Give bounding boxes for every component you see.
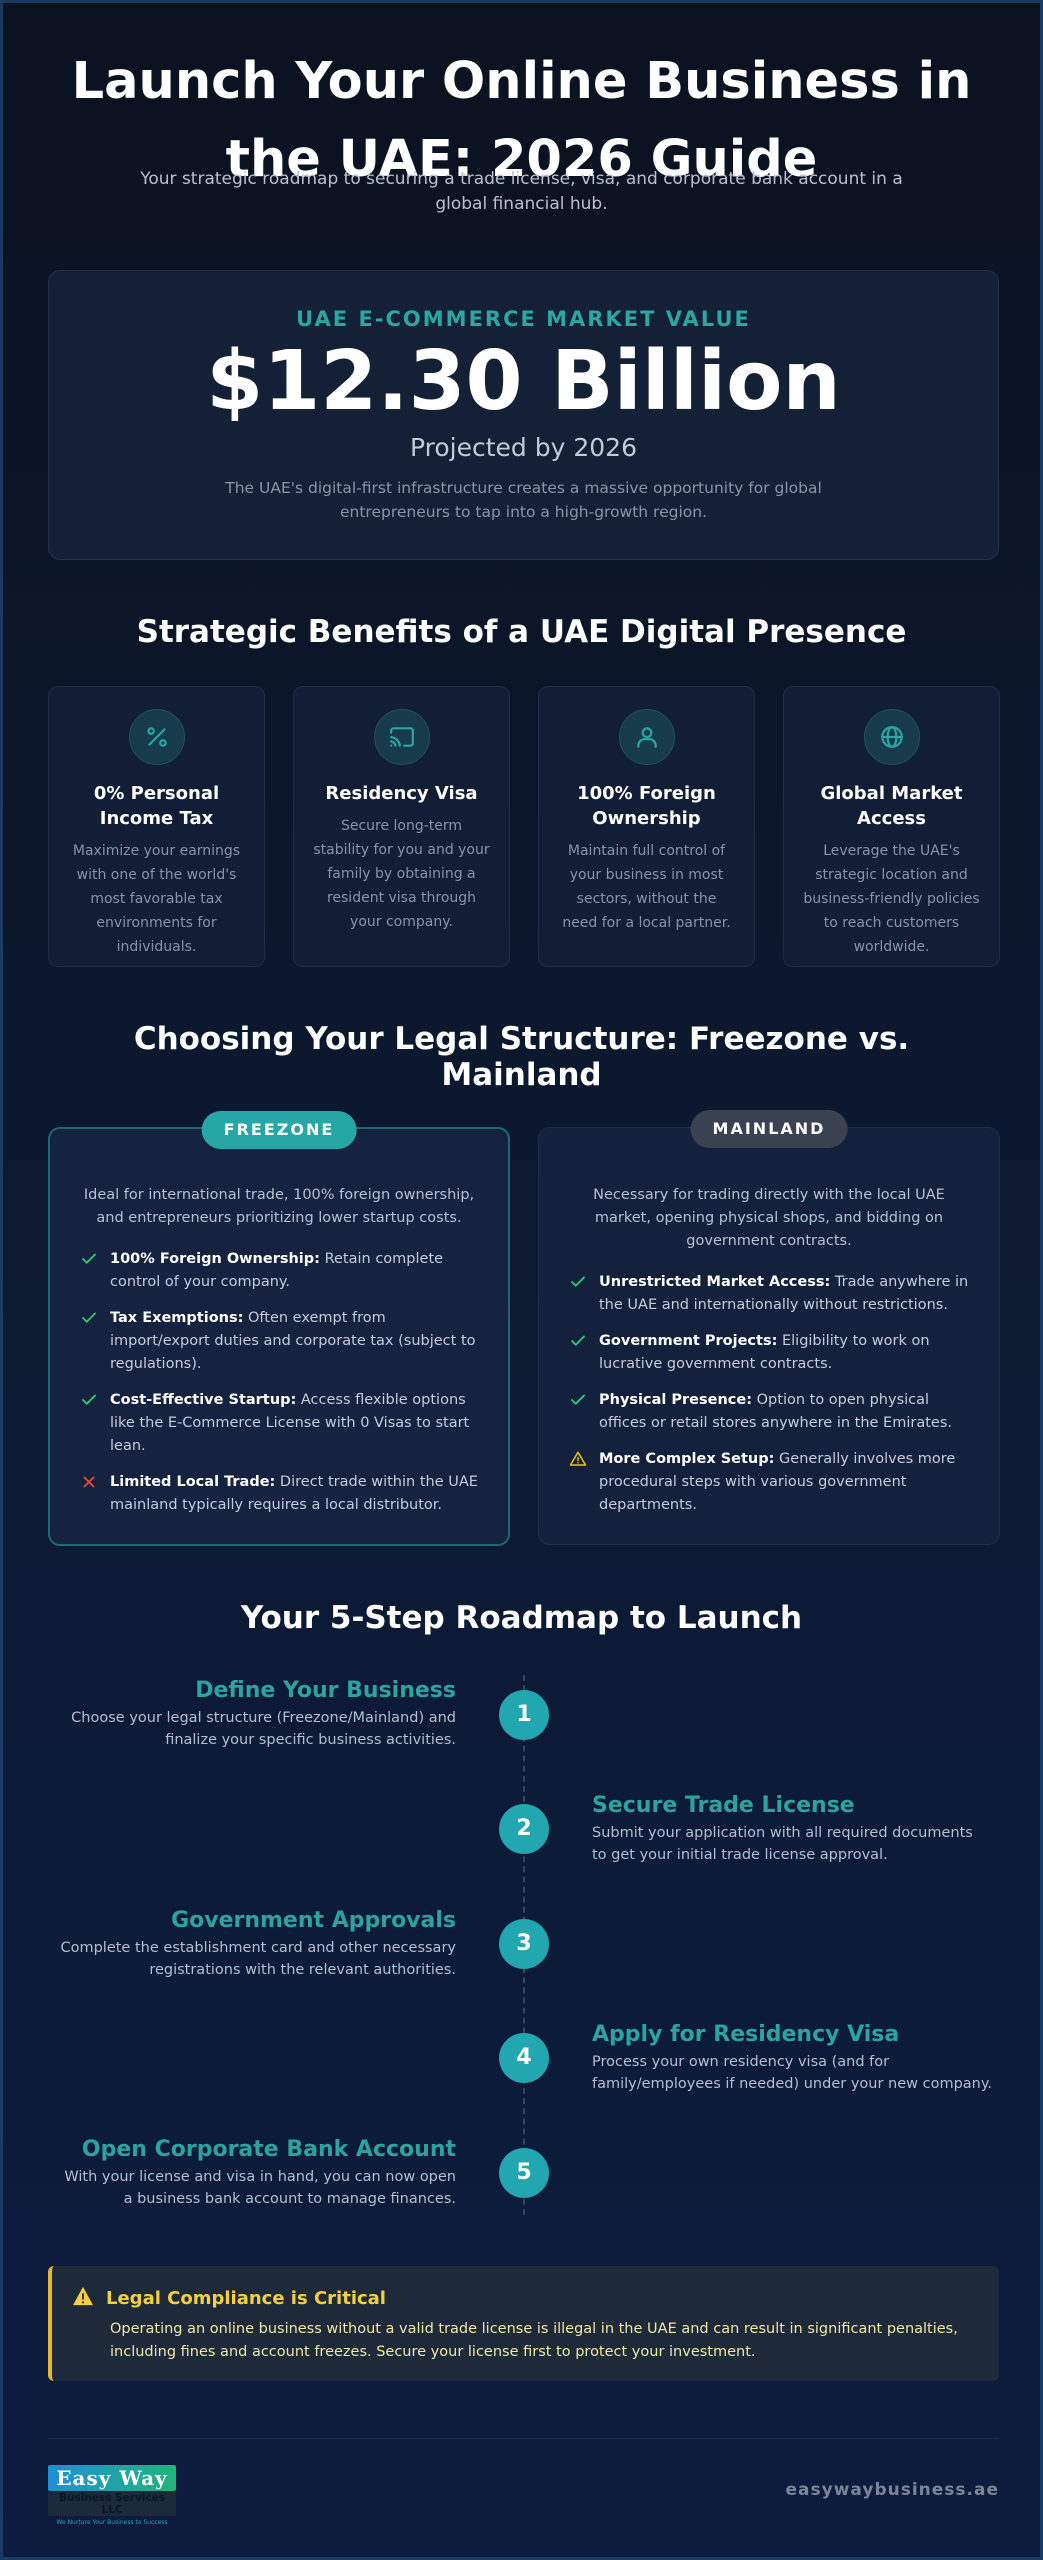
feature-text: More Complex Setup: Generally involves m… [599,1451,956,1513]
freezone-pill: FREEZONE [201,1111,357,1149]
step-desc: Submit your application with all require… [592,1825,973,1863]
benefit-desc: Maximize your earnings with one of the w… [72,843,241,955]
check-icon [569,1389,599,1417]
structure-title: Choosing Your Legal Structure: Freezone … [133,1021,910,1093]
feature-item: Cost-Effective Startup: Access flexible … [80,1389,480,1458]
freezone-features: 100% Foreign Ownership: Retain complete … [80,1248,480,1517]
check-icon [80,1248,110,1276]
warning-title: Legal Compliance is Critical [106,2287,386,2309]
feature-text: Physical Presence: Option to open physic… [599,1392,952,1431]
feature-item: 100% Foreign Ownership: Retain complete … [80,1248,480,1294]
feature-item: Tax Exemptions: Often exempt from import… [80,1307,480,1376]
feature-item: Government Projects: Eligibility to work… [569,1330,969,1376]
footer-divider [48,2438,999,2439]
benefit-card-visa: Residency Visa Secure long-term stabilit… [293,686,510,967]
market-value-card: UAE E-COMMERCE MARKET VALUE $12.30 Billi… [48,270,999,560]
infographic-page: Launch Your Online Business in the UAE: … [3,3,1040,2557]
step-title: Apply for Residency Visa [592,2022,900,2047]
mainland-intro: Necessary for trading directly with the … [593,1187,945,1249]
feature-item: Unrestricted Market Access: Trade anywhe… [569,1271,969,1317]
mainland-card: MAINLAND Necessary for trading directly … [538,1110,1000,1545]
step-1: Define Your Business Choose your legal s… [56,1677,456,1751]
step-5: Open Corporate Bank Account With your li… [56,2136,456,2210]
feature-text: Government Projects: Eligibility to work… [599,1333,930,1372]
step-4: Apply for Residency Visa Process your ow… [592,2021,992,2095]
check-icon [80,1389,110,1417]
benefit-card-ownership: 100% Foreign Ownership Maintain full con… [538,686,755,967]
check-icon [80,1307,110,1335]
market-label: UAE E-COMMERCE MARKET VALUE [296,307,751,331]
warning-icon [72,2286,94,2310]
warning-desc: Operating an online business without a v… [110,2321,958,2360]
step-desc: Choose your legal structure (Freezone/Ma… [71,1710,456,1748]
cast-icon [373,709,430,765]
step-desc: With your license and visa in hand, you … [64,2169,456,2207]
user-icon [618,709,675,765]
market-value: $12.30 Billion [206,334,841,429]
logo-wordmark: Easy Way [48,2465,176,2491]
logo-subtitle: Business Services LLC [48,2492,176,2516]
feature-item: Physical Presence: Option to open physic… [569,1389,969,1435]
warning-icon [569,1448,599,1476]
freezone-card: FREEZONE Ideal for international trade, … [48,1111,510,1546]
step-number: 3 [499,1919,549,1969]
feature-text: Limited Local Trade: Direct trade within… [110,1474,478,1513]
benefit-title: 100% Foreign Ownership [577,783,716,829]
step-3: Government Approvals Complete the establ… [56,1907,456,1981]
step-desc: Process your own residency visa (and for… [592,2054,992,2092]
freezone-intro: Ideal for international trade, 100% fore… [83,1187,475,1226]
feature-item: Limited Local Trade: Direct trade within… [80,1471,480,1517]
benefits-title: Strategic Benefits of a UAE Digital Pres… [136,614,907,650]
benefit-title: 0% Personal Income Tax [93,783,220,829]
legal-warning-box: Legal Compliance is Critical Operating a… [48,2266,999,2381]
check-icon [569,1330,599,1358]
step-title: Open Corporate Bank Account [81,2137,456,2162]
feature-text: Tax Exemptions: Often exempt from import… [110,1310,476,1372]
step-number: 5 [499,2148,549,2198]
step-number: 2 [499,1804,549,1854]
feature-text: Cost-Effective Startup: Access flexible … [110,1392,470,1454]
market-description: The UAE's digital-first infrastructure c… [225,479,822,521]
benefit-desc: Leverage the UAE's strategic location an… [803,843,980,955]
step-title: Secure Trade License [592,1793,855,1818]
check-icon [569,1271,599,1299]
step-title: Government Approvals [171,1908,456,1933]
feature-text: 100% Foreign Ownership: Retain complete … [110,1251,444,1290]
benefit-title: Global Market Access [820,783,963,829]
step-2: Secure Trade License Submit your applica… [592,1792,992,1866]
mainland-pill: MAINLAND [690,1110,848,1148]
step-desc: Complete the establishment card and othe… [60,1940,456,1978]
page-title: Launch Your Online Business in the UAE: … [71,52,972,189]
feature-item: More Complex Setup: Generally involves m… [569,1448,969,1517]
company-logo: Easy Way Business Services LLC We Nurtur… [48,2465,176,2526]
globe-icon [863,709,920,765]
benefit-desc: Maintain full control of your business i… [562,843,731,931]
website-link[interactable]: easywaybusiness.ae [785,2480,999,2500]
logo-tagline: We Nurture Your Business to Success [56,2519,168,2526]
roadmap-title: Your 5-Step Roadmap to Launch [240,1600,803,1636]
step-number: 1 [499,1690,549,1740]
percent-icon [128,709,185,765]
mainland-features: Unrestricted Market Access: Trade anywhe… [569,1271,969,1517]
step-title: Define Your Business [195,1678,456,1703]
benefit-title: Residency Visa [325,783,478,804]
benefit-desc: Secure long-term stability for you and y… [313,818,490,930]
page-subtitle: Your strategic roadmap to securing a tra… [140,169,903,214]
feature-text: Unrestricted Market Access: Trade anywhe… [599,1274,969,1313]
cross-icon [80,1471,110,1499]
benefit-card-tax: 0% Personal Income Tax Maximize your ear… [48,686,265,967]
benefit-card-market: Global Market Access Leverage the UAE's … [783,686,1000,967]
step-number: 4 [499,2033,549,2083]
market-projection: Projected by 2026 [410,433,637,462]
